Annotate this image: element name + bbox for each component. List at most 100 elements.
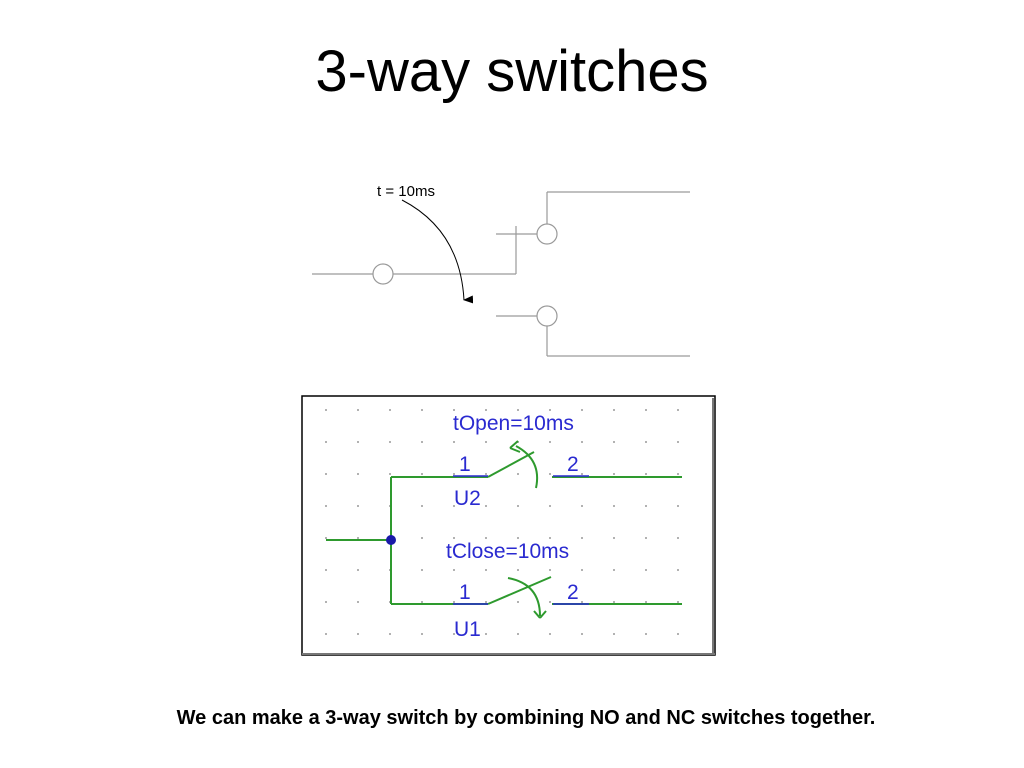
grid-dot [453,441,455,443]
concept-diagram: t = 10ms [312,183,690,357]
grid-dot [677,441,679,443]
grid-dot [677,537,679,539]
grid-dot [453,473,455,475]
grid-dot [357,473,359,475]
grid-dot [517,473,519,475]
grid-dot [613,569,615,571]
time-label: t = 10ms [377,183,435,200]
grid-dot [677,409,679,411]
grid-dot [325,409,327,411]
grid-dot [453,537,455,539]
grid-dot [357,505,359,507]
junction-dot [386,535,396,545]
grid-dot [485,569,487,571]
grid-dot [613,409,615,411]
grid-dot [549,473,551,475]
grid-dot [421,505,423,507]
grid-dot [325,537,327,539]
grid-dot [549,601,551,603]
grid-dot [325,505,327,507]
grid-dot [389,441,391,443]
grid-dot [389,409,391,411]
grid-dot [517,601,519,603]
common-terminal [372,263,394,285]
top-switch-blade [487,451,535,478]
grid-dot [581,633,583,635]
grid-dot [389,633,391,635]
grid-dot [581,601,583,603]
bottom-switch-blade [487,576,552,605]
grid-dot [485,441,487,443]
grid-dot [549,441,551,443]
grid-dot [421,441,423,443]
top-switch-ref: U2 [454,487,481,510]
time-arrow [401,199,474,304]
grid-dot [677,569,679,571]
bottom-switch-pin2: 2 [567,581,579,604]
bottom-switch-arrowhead [533,610,547,619]
grid-dot [517,633,519,635]
schematic: tOpen=10ms 1 2 U2 tClose=10ms 1 2 U1 [301,395,716,656]
upper-contact-terminal [536,223,558,245]
grid-dot [581,505,583,507]
grid-dot [517,537,519,539]
grid-dot [581,473,583,475]
grid-dot [677,633,679,635]
grid-dot [613,537,615,539]
grid-dot [645,505,647,507]
grid-dot [677,473,679,475]
grid-dot [549,633,551,635]
grid-dot [325,633,327,635]
grid-dot [389,473,391,475]
top-switch-param: tOpen=10ms [453,412,574,435]
grid-dot [421,537,423,539]
bottom-switch-pin1: 1 [459,581,471,604]
grid-dot [357,537,359,539]
grid-dot [325,473,327,475]
grid-dot [645,409,647,411]
grid-dot [613,601,615,603]
schematic-frame [301,395,716,656]
grid-dot [613,441,615,443]
grid-dot [517,505,519,507]
bottom-switch-arrow [507,577,541,617]
grid-dot [613,473,615,475]
grid-dot [517,569,519,571]
grid-dot [453,601,455,603]
grid-dot [357,569,359,571]
grid-dot [581,537,583,539]
grid-dot [485,537,487,539]
grid-dot [421,633,423,635]
grid-dot [517,409,519,411]
grid-dot [357,441,359,443]
grid-dot [485,633,487,635]
grid-dot [453,409,455,411]
grid-dot [421,601,423,603]
grid-dot [645,441,647,443]
grid-dot [677,505,679,507]
grid-dot [645,473,647,475]
grid-dot [485,601,487,603]
grid-dot [613,505,615,507]
top-switch-pin2: 2 [567,453,579,476]
grid-dot [645,537,647,539]
grid-dot [357,409,359,411]
grid-dot [549,569,551,571]
slide-title: 3-way switches [315,39,709,104]
grid-dot [549,505,551,507]
grid-dot [421,409,423,411]
grid-dot [325,601,327,603]
grid-dot [485,473,487,475]
grid-dot [645,633,647,635]
grid-dot [581,441,583,443]
slide-caption: We can make a 3-way switch by combining … [176,707,876,729]
grid-dot [453,569,455,571]
grid-dot [677,601,679,603]
top-switch-pin1: 1 [459,453,471,476]
grid-dot [325,569,327,571]
grid-dot [549,537,551,539]
grid-dot [613,633,615,635]
bottom-switch-ref: U1 [454,618,481,641]
grid-dot [485,409,487,411]
